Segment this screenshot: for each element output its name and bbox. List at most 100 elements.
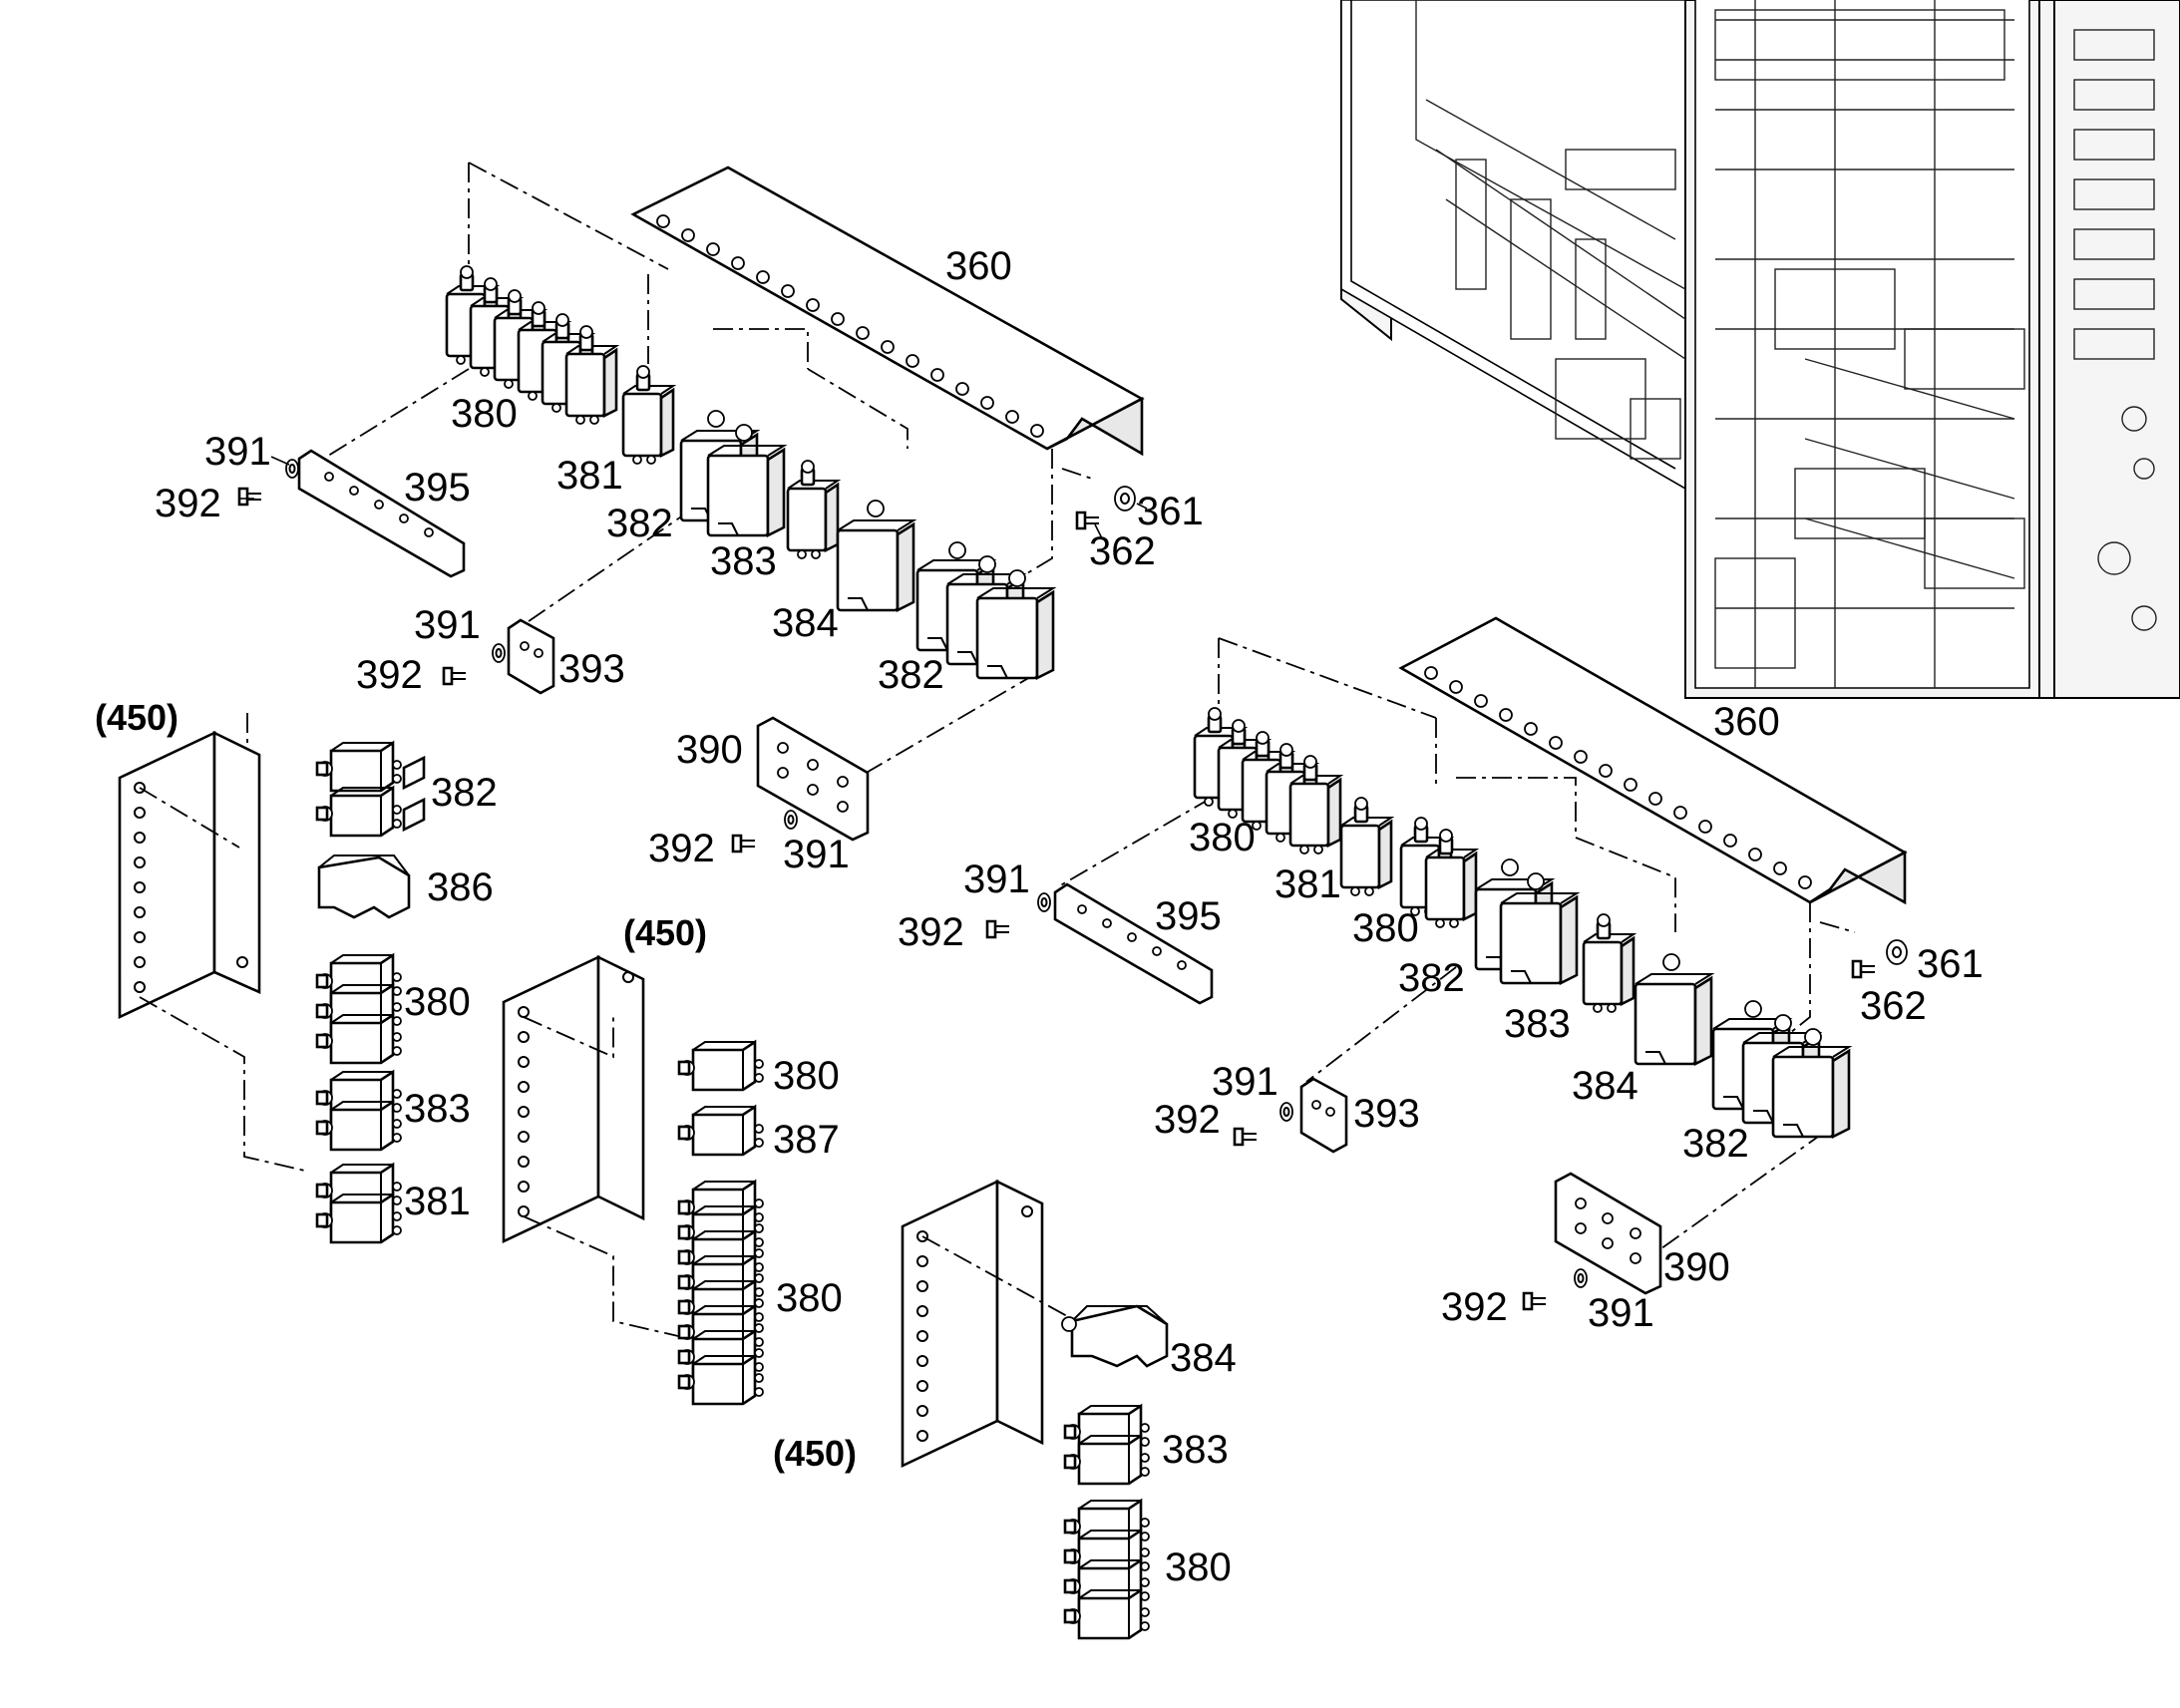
callout-360: 360: [945, 244, 1012, 288]
mounting-bracket-icon: [118, 730, 261, 1020]
circuit-breaker-icon: [677, 1040, 765, 1092]
callout-390: 390: [1663, 1245, 1730, 1289]
callout-labels: 360 361 362 380 381 382 383 384 382 391 …: [95, 244, 1984, 1589]
callout-392: 392: [1154, 1098, 1221, 1142]
mounting-rail: [1398, 616, 1908, 905]
circuit-breaker-icon: [315, 741, 426, 838]
washer-icon: [1037, 892, 1051, 912]
callout-382: 382: [606, 502, 673, 545]
callout-395: 395: [1155, 894, 1222, 938]
callout-391: 391: [414, 603, 481, 647]
circuit-breaker-icon: [315, 953, 403, 1065]
bus-bar-icon: [1053, 882, 1214, 1005]
mounting-bracket-icon: [901, 1179, 1044, 1469]
callout-382: 382: [431, 771, 498, 815]
bus-bar-icon: [1554, 1172, 1662, 1295]
circuit-breaker-icon: [1711, 1000, 1851, 1139]
circuit-breaker-icon: [317, 854, 411, 919]
bus-bar-icon: [507, 618, 555, 695]
callout-380: 380: [776, 1276, 843, 1320]
callout-382: 382: [878, 653, 944, 697]
callout-380: 380: [1352, 906, 1419, 950]
callout-393: 393: [558, 647, 625, 691]
screw-icon: [1522, 1291, 1548, 1311]
callout-391: 391: [783, 833, 850, 876]
callout-360: 360: [1713, 700, 1780, 744]
callout-381: 381: [556, 454, 623, 498]
bracket-group-a: [118, 713, 426, 1244]
screw-icon: [442, 666, 468, 686]
washer-icon: [492, 643, 506, 663]
callout-382: 382: [1682, 1122, 1749, 1166]
callout-392: 392: [356, 653, 423, 697]
callout-390: 390: [676, 728, 743, 772]
callout-380: 380: [451, 392, 518, 436]
mounting-rail: [630, 166, 1145, 457]
callout-395: 395: [404, 466, 471, 510]
callout-383: 383: [1162, 1428, 1229, 1472]
group-label-450: (450): [623, 912, 707, 953]
callout-386: 386: [427, 865, 494, 909]
callout-362: 362: [1089, 529, 1156, 573]
callout-361: 361: [1917, 942, 1984, 986]
callout-381: 381: [1274, 862, 1341, 906]
circuit-breaker-icon: [677, 1180, 765, 1406]
callout-380: 380: [404, 980, 471, 1024]
screw-icon: [237, 487, 263, 507]
callout-380: 380: [1189, 816, 1256, 859]
callout-380: 380: [773, 1054, 840, 1098]
callout-391: 391: [963, 857, 1030, 901]
callout-384: 384: [1572, 1064, 1638, 1108]
callout-384: 384: [772, 601, 839, 645]
callout-382: 382: [1398, 956, 1465, 1000]
callout-391: 391: [1588, 1291, 1654, 1335]
bracket-group-b: [502, 954, 765, 1406]
bus-bar-icon: [756, 716, 870, 842]
circuit-breaker-icon: [915, 541, 1055, 680]
washer-icon: [784, 810, 798, 830]
callout-392: 392: [648, 827, 715, 870]
circuit-breaker-icon: [315, 1163, 403, 1244]
circuit-breaker-icon: [1063, 1499, 1151, 1640]
callout-383: 383: [404, 1087, 471, 1131]
washer-icon: [1574, 1268, 1588, 1288]
circuit-breaker-icon: [786, 459, 840, 560]
callout-362: 362: [1860, 984, 1927, 1028]
circuit-breaker-icon: [315, 1070, 403, 1152]
circuit-breaker-icon: [1582, 912, 1635, 1014]
circuit-breaker-icon: [621, 364, 675, 466]
circuit-breaker-icon: [1063, 1404, 1151, 1486]
upper-left-assembly: [237, 162, 1148, 854]
washer-icon: [1114, 486, 1136, 512]
washer-icon: [1279, 1102, 1293, 1122]
callout-380: 380: [1165, 1545, 1232, 1589]
callout-392: 392: [898, 910, 964, 954]
circuit-breaker-icon: [1061, 1304, 1169, 1368]
control-cabinet-icon: [1340, 0, 2180, 699]
callout-361: 361: [1137, 490, 1204, 533]
circuit-breaker-icon: [679, 410, 786, 537]
callout-392: 392: [155, 482, 221, 525]
washer-icon: [1886, 939, 1908, 965]
mounting-bracket-icon: [502, 954, 645, 1244]
circuit-breaker-icon: [1634, 953, 1713, 1066]
circuit-breaker-icon: [1339, 796, 1393, 897]
bracket-group-c: [901, 1179, 1169, 1640]
screw-icon: [1233, 1127, 1259, 1147]
bus-bar-icon: [297, 449, 466, 578]
callout-383: 383: [710, 539, 777, 583]
washer-icon: [285, 459, 299, 479]
callout-383: 383: [1504, 1002, 1571, 1046]
group-label-450: (450): [95, 697, 179, 738]
circuit-breaker-icon: [836, 500, 915, 612]
bus-bar-icon: [1299, 1077, 1348, 1154]
callout-384: 384: [1170, 1336, 1237, 1380]
screw-icon: [985, 919, 1011, 939]
screw-icon: [731, 834, 757, 854]
screw-icon: [1851, 959, 1877, 979]
callout-387: 387: [773, 1118, 840, 1162]
circuit-breaker-icon: [677, 1105, 765, 1157]
circuit-breaker-icon: [1474, 858, 1579, 985]
callout-392: 392: [1441, 1285, 1508, 1329]
